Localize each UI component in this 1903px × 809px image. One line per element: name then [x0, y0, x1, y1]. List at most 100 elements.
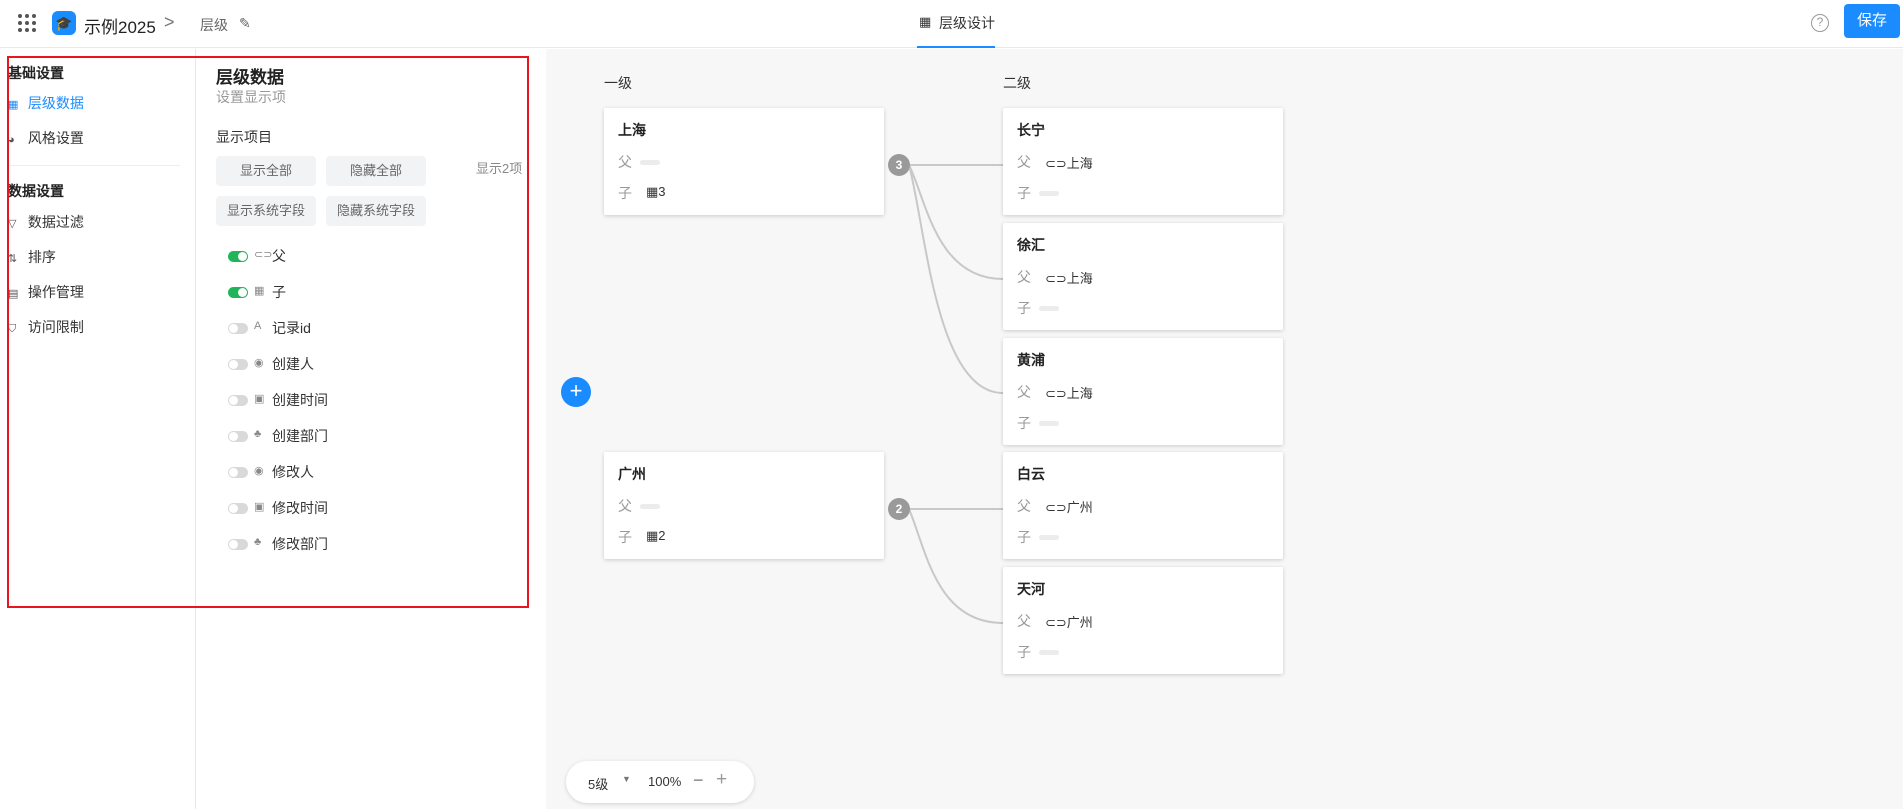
- node-card[interactable]: 上海 父 子 ▦3: [604, 108, 884, 215]
- node-title: 上海: [618, 122, 646, 138]
- show-system-fields-button[interactable]: 显示系统字段: [216, 196, 316, 226]
- sidebar-item-sort[interactable]: ⇅ 排序: [8, 247, 56, 271]
- apps-grid-icon[interactable]: [18, 14, 36, 32]
- sidebar-item-label: 操作管理: [27, 284, 84, 300]
- child-count-value: ▦3: [646, 184, 666, 200]
- node-title: 白云: [1017, 466, 1045, 482]
- table-icon: ▦: [254, 285, 265, 297]
- empty-value-placeholder: [1039, 421, 1059, 426]
- parent-value: ⊂⊃上海: [1045, 383, 1093, 402]
- save-button[interactable]: 保存: [1844, 4, 1900, 38]
- sidebar-item-filter[interactable]: ▽ 数据过滤: [8, 212, 84, 236]
- field-toggle[interactable]: [228, 503, 248, 514]
- node-card[interactable]: 广州 父 子 ▦2: [604, 452, 884, 559]
- empty-value-placeholder: [1039, 535, 1059, 540]
- field-item-child: ▦ 子: [228, 282, 428, 306]
- app-logo-icon[interactable]: 🎓: [52, 11, 76, 35]
- field-toggle[interactable]: [228, 287, 248, 298]
- breadcrumb-page-name[interactable]: 层级: [200, 17, 228, 33]
- edit-pencil-icon[interactable]: ✎: [239, 15, 251, 31]
- sidebar-item-actions[interactable]: ▤ 操作管理: [8, 282, 84, 306]
- divider: [10, 165, 180, 166]
- nav-group-basic: 基础设置: [8, 65, 64, 81]
- nav-group-data: 数据设置: [8, 183, 64, 199]
- help-icon[interactable]: ?: [1811, 14, 1829, 32]
- empty-value-placeholder: [1039, 191, 1059, 196]
- empty-value-placeholder: [640, 160, 660, 165]
- field-label: 记录id: [272, 320, 311, 336]
- field-toggle[interactable]: [228, 251, 248, 262]
- sidebar-item-access[interactable]: ⛉ 访问限制: [8, 317, 84, 341]
- parent-name: 广州: [1066, 500, 1093, 515]
- shown-count: 显示2项: [476, 161, 523, 176]
- tab-hierarchy-design[interactable]: ▦ 层级设计: [917, 0, 995, 48]
- field-toggle[interactable]: [228, 539, 248, 550]
- field-item-created-time: ▣ 创建时间: [228, 390, 428, 414]
- child-count: 3: [658, 184, 666, 199]
- node-title: 黄浦: [1017, 352, 1045, 368]
- child-count-badge[interactable]: 2: [888, 498, 910, 520]
- zoom-in-button[interactable]: +: [716, 769, 728, 790]
- shield-icon: ⛉: [8, 323, 17, 335]
- field-label: 修改时间: [272, 500, 328, 516]
- field-item-created-by: ◉ 创建人: [228, 354, 428, 378]
- field-toggle[interactable]: [228, 359, 248, 370]
- parent-value: ⊂⊃广州: [1045, 612, 1093, 631]
- field-label: 子: [272, 284, 286, 300]
- palette-icon: ◕: [8, 134, 15, 146]
- calendar-icon: ▣: [254, 393, 265, 405]
- level-label-2: 二级: [1003, 75, 1031, 91]
- child-count: 2: [658, 528, 666, 543]
- sidebar-item-hierarchy-data[interactable]: ▦ 层级数据: [8, 93, 84, 117]
- hide-system-fields-button[interactable]: 隐藏系统字段: [326, 196, 426, 226]
- panel-subtitle: 设置显示项: [216, 89, 286, 105]
- settings-sidebar: 基础设置 ▦ 层级数据 ◕ 风格设置 数据设置 ▽ 数据过滤 ⇅ 排序 ▤ 操作…: [0, 49, 196, 809]
- empty-value-placeholder: [1039, 306, 1059, 311]
- link-icon: ⊂⊃: [1045, 500, 1067, 515]
- child-key: 子: [1017, 644, 1031, 660]
- sidebar-item-label: 访问限制: [27, 319, 84, 335]
- show-all-button[interactable]: 显示全部: [216, 156, 316, 186]
- add-node-button[interactable]: +: [561, 377, 591, 407]
- level-label-1: 一级: [604, 75, 632, 91]
- child-count-badge[interactable]: 3: [888, 154, 910, 176]
- user-icon: ◉: [254, 357, 264, 369]
- table-icon: ▦: [646, 184, 659, 199]
- parent-value: ⊂⊃上海: [1045, 153, 1093, 172]
- parent-key: 父: [1017, 269, 1031, 285]
- field-toggle[interactable]: [228, 395, 248, 406]
- level-select[interactable]: 5级: [588, 777, 609, 792]
- child-key: 子: [1017, 415, 1031, 431]
- parent-name: 上海: [1066, 271, 1093, 286]
- child-key: 子: [618, 529, 632, 545]
- node-card[interactable]: 徐汇 父 ⊂⊃上海 子: [1003, 223, 1283, 330]
- hide-all-button[interactable]: 隐藏全部: [326, 156, 426, 186]
- parent-value: ⊂⊃广州: [1045, 497, 1093, 516]
- field-item-record-id: A 记录id: [228, 318, 428, 342]
- hierarchy-canvas[interactable]: 一级 二级 上海 父 子 ▦3 广州 父 子 ▦2 3 2 长宁 父 ⊂⊃上海 …: [546, 49, 1903, 809]
- field-toggle[interactable]: [228, 431, 248, 442]
- filter-icon: ▽: [8, 218, 17, 230]
- org-icon: ♣: [254, 428, 262, 440]
- node-card[interactable]: 天河 父 ⊂⊃广州 子: [1003, 567, 1283, 674]
- node-card[interactable]: 长宁 父 ⊂⊃上海 子: [1003, 108, 1283, 215]
- field-toggle[interactable]: [228, 467, 248, 478]
- child-key: 子: [1017, 300, 1031, 316]
- node-card[interactable]: 白云 父 ⊂⊃广州 子: [1003, 452, 1283, 559]
- caret-down-icon[interactable]: ▼: [622, 774, 631, 784]
- node-title: 徐汇: [1017, 237, 1045, 253]
- app-name[interactable]: 示例2025: [84, 18, 156, 37]
- clipboard-icon: ▤: [8, 288, 19, 300]
- node-card[interactable]: 黄浦 父 ⊂⊃上海 子: [1003, 338, 1283, 445]
- link-icon: ⊂⊃: [1045, 156, 1067, 171]
- child-key: 子: [1017, 185, 1031, 201]
- sidebar-item-style[interactable]: ◕ 风格设置: [8, 128, 84, 152]
- field-label: 创建时间: [272, 392, 328, 408]
- chevron-right-icon: >: [164, 12, 175, 32]
- field-item-created-dept: ♣ 创建部门: [228, 426, 428, 450]
- parent-key: 父: [1017, 498, 1031, 514]
- section-label: 显示项目: [216, 129, 272, 145]
- field-item-parent: ⊂⊃ 父: [228, 246, 428, 270]
- field-toggle[interactable]: [228, 323, 248, 334]
- zoom-out-button[interactable]: −: [693, 770, 704, 790]
